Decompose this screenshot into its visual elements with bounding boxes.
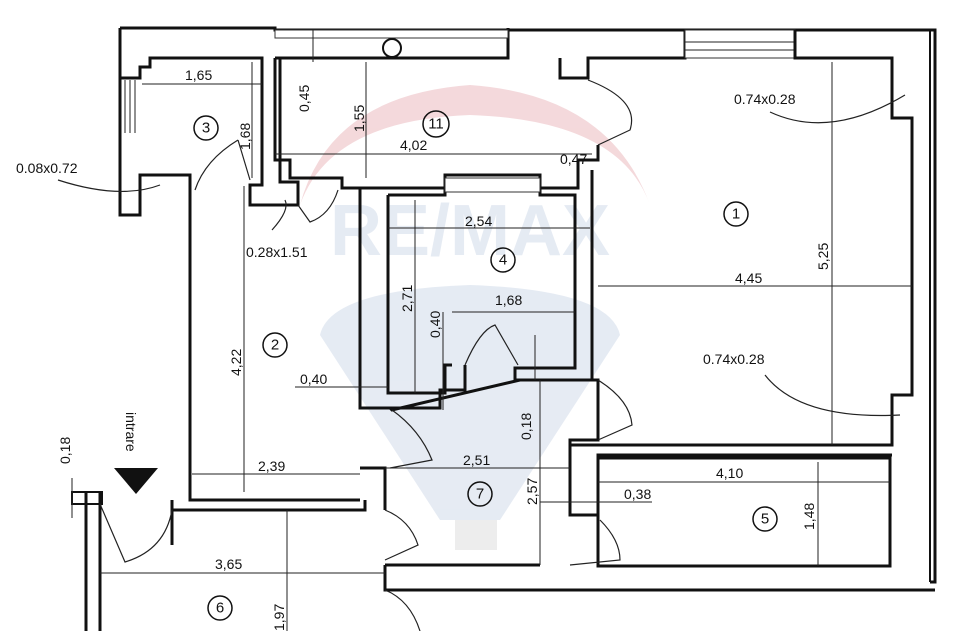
remax-watermark: RE/MAX [300,85,650,550]
room-2-marker [262,332,288,358]
dim-label: 1,97 [271,604,287,631]
dim-label: 4,02 [400,137,427,153]
room-1-marker [723,201,749,227]
room-6-marker [207,595,233,621]
dim-label: 0,18 [57,437,73,464]
dim-label: 1,55 [351,105,367,132]
door-swings [99,79,633,631]
dim-label: 0.08x0.72 [16,160,78,176]
dim-label: 0.74x0.28 [703,351,765,367]
room-5-number: 5 [761,511,769,528]
dim-label: 4,10 [716,465,743,481]
dim-label: 4,45 [735,270,762,286]
room-7-number: 7 [476,486,484,503]
room-11-marker [422,110,450,138]
room-4-marker [490,247,516,273]
dim-label: 0.74x0.28 [734,91,796,107]
dim-label: 0.28x1.51 [246,244,308,260]
dim-label: 2,51 [463,452,490,468]
room-1-number: 1 [732,206,740,223]
dim-label: 2,57 [524,478,540,505]
dim-label: 0,45 [296,85,312,112]
dim-label: 0,40 [427,311,443,338]
dim-label: 2,71 [399,285,415,312]
dim-label: 3,65 [215,556,242,572]
dim-label: 5,25 [815,243,831,270]
room-numbers: 1 2 3 4 5 6 7 11 [193,110,778,621]
room-3-number: 3 [202,120,210,137]
dim-label: 1,65 [185,67,212,83]
room-5-marker [752,506,778,532]
dim-label: 4,22 [228,349,244,376]
dimension-labels: 1,65 1,68 0,45 1,55 4,02 0,47 0.74x0.28 … [16,67,831,631]
entrance-arrow-icon [114,468,158,494]
room-4-walls [358,177,594,412]
dim-label: 0,47 [560,151,587,167]
dim-label: 0,18 [518,413,534,440]
room-2-number: 2 [271,337,279,354]
dim-label: 1,68 [495,292,522,308]
dimension-lines [57,30,912,631]
boiler-icon [382,38,402,58]
room-3-marker [193,115,219,141]
room-7-marker [467,481,493,507]
dim-label: 2,54 [465,213,492,229]
room-6-number: 6 [216,600,224,617]
dim-label: 0,40 [300,371,327,387]
entrance-marker: intrare [114,412,158,494]
watermark-text: RE/MAX [330,191,610,271]
dim-label: 1,68 [237,123,253,150]
room-11-number: 11 [428,116,444,133]
dim-label: 1,48 [801,503,817,530]
dim-label: 2,39 [258,458,285,474]
dim-label: 0,38 [624,486,651,502]
room-5-walls [596,456,892,568]
room-4-number: 4 [499,252,507,269]
entrance-label: intrare [123,412,139,452]
